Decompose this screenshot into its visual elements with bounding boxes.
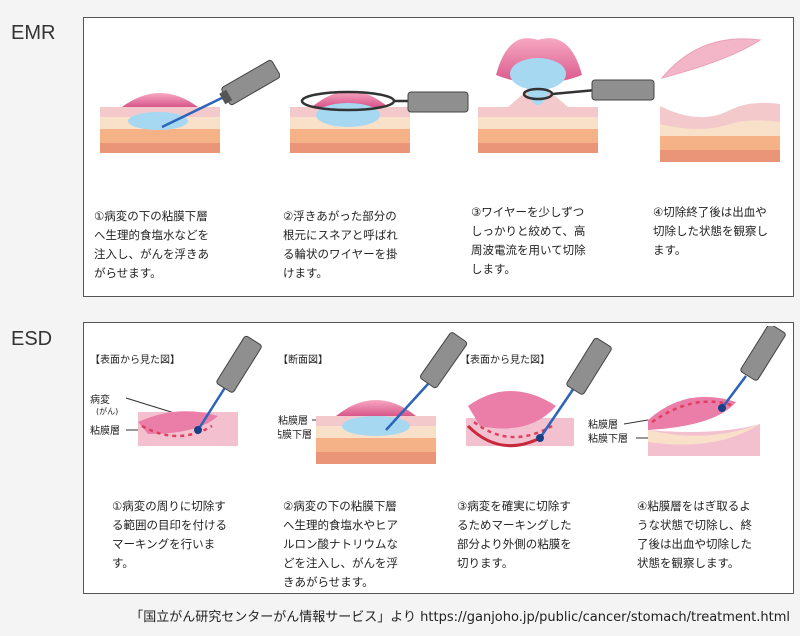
emr-step-3-diagram xyxy=(478,38,655,153)
emr-step-2-caption: ②浮きあがった部分の 根元にスネアと呼ばれ る輪状のワイヤーを掛 けます。 xyxy=(283,209,398,280)
esd-step-3-diagram: 【表面から見た図】 xyxy=(460,337,612,448)
esd-step-1-diagram: 【表面から見た図】 病変 (がん) 粘膜層 xyxy=(90,335,262,446)
esd-step-1-caption: ①病変の周りに切除す る範囲の目印を付ける マーキングを行いま す。 xyxy=(112,499,227,570)
esd-step-4-submucosa-label: 粘膜下層 xyxy=(588,432,628,445)
esd-step-4-caption: ④粘膜層をはぎ取るよ うな状態で切除し、終 了後は出血や切除した 状態を観察しま… xyxy=(637,499,752,570)
esd-step-4-diagram: 粘膜層 粘膜下層 xyxy=(588,326,786,456)
esd-step-2-submucosa-label: 粘膜下層 xyxy=(278,428,312,441)
emr-step-1-caption: ①病変の下の粘膜下層 へ生理的食塩水などを 注入し、がんを浮きあ がらせます。 xyxy=(94,209,209,280)
emr-step-2-diagram xyxy=(290,90,469,153)
esd-step-2-view-label: 【断面図】 xyxy=(278,353,328,366)
source-footer: 「国立がん研究センターがん情報サービス」より https://ganjoho.j… xyxy=(130,610,790,625)
esd-step-4-mucosa-label: 粘膜層 xyxy=(588,418,618,431)
esd-step-3-caption: ③病変を確実に切除す るためマーキングした 部分より外側の粘膜を 切ります。 xyxy=(457,499,572,570)
esd-step-2-diagram: 【断面図】 粘膜層 粘膜下層 xyxy=(278,332,468,464)
emr-step-4-caption: ④切除終了後は出血や 切除した状態を観察し ます。 xyxy=(653,205,768,257)
esd-step-2-caption: ②病変の下の粘膜下層 へ生理的食塩水やヒア ルロン酸ナトリウムな どを注入し、が… xyxy=(283,499,398,589)
esd-section-label: ESD xyxy=(11,328,53,350)
emr-step-1-diagram xyxy=(100,59,280,153)
esd-step-1-mucosa-label: 粘膜層 xyxy=(90,424,120,437)
esd-step-1-cancer-label: (がん) xyxy=(96,406,118,416)
emr-section-label: EMR xyxy=(11,22,56,44)
esd-step-3-view-label: 【表面から見た図】 xyxy=(460,353,550,366)
emr-step-3-caption: ③ワイヤーを少しずつ しっかりと絞めて、高 周波電流を用いて切除 します。 xyxy=(471,205,586,276)
esd-step-2-mucosa-label: 粘膜層 xyxy=(278,414,308,427)
esd-step-1-lesion-label: 病変 xyxy=(90,393,110,406)
esd-step-1-view-label: 【表面から見た図】 xyxy=(90,353,180,366)
emr-step-4-diagram xyxy=(660,38,780,162)
